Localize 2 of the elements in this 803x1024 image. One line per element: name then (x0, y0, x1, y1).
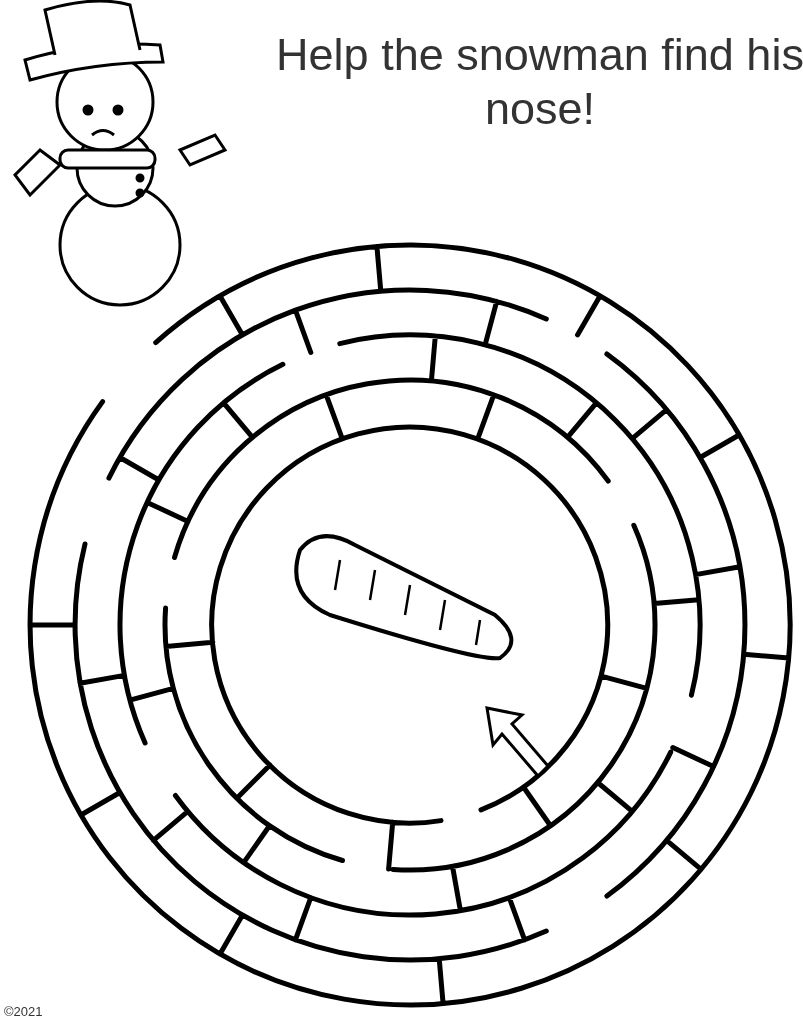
copyright-note: ©2021 (4, 1004, 43, 1019)
title: Help the snowman find his nose! (275, 28, 803, 136)
